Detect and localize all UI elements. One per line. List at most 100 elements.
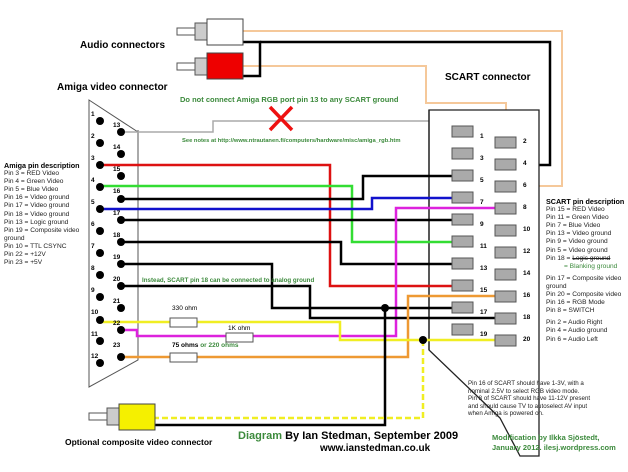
- resistor-1k-label: 1K ohm: [228, 325, 251, 332]
- scart-description-line: Pin 4 = Audio ground: [546, 327, 608, 335]
- pin-label: 16: [113, 188, 121, 195]
- amiga-pins: [96, 117, 125, 367]
- pin-label: 6: [91, 221, 95, 228]
- pin-label: 20: [113, 276, 121, 283]
- resistor-330-ohm: [169, 317, 198, 328]
- wire-green-pin4-to-pin11: [98, 184, 462, 244]
- amiga-description-line: Pin 5 = Blue Video: [4, 186, 59, 194]
- rca-plug-yellow: [88, 403, 156, 431]
- scart-pin-description: SCART pin description Pin 15 = RED Video…: [546, 197, 625, 344]
- amiga-description-line: ground: [4, 234, 25, 242]
- amiga-description-line: Pin 22 = +12V: [4, 251, 46, 259]
- pin-label: 8: [91, 265, 95, 272]
- wire-black-pin16-to-pin5: [121, 174, 462, 201]
- scart-connector-title: SCART connector: [445, 72, 531, 83]
- pin-label: 15: [480, 287, 488, 294]
- scart-note-line: Pin 8 of SCART should have 11-12V presen…: [468, 395, 591, 403]
- amiga-description-line: Pin 19 = Composite video: [4, 226, 80, 234]
- wire-blue-pin5-to-pin7: [98, 196, 462, 211]
- scart-description-line: Pin 9 = Video ground: [546, 238, 608, 246]
- scart-description-line: Pin 17 = Composite video: [546, 274, 622, 282]
- pin-label: 4: [523, 160, 527, 167]
- pin-label: 4: [91, 177, 95, 184]
- pin-label: 2: [91, 133, 95, 140]
- pin-label: 9: [480, 221, 484, 228]
- pin-label: 1: [480, 133, 484, 140]
- pin-label: 19: [113, 254, 121, 261]
- modification-credit: Modification by Ilkka Sjöstedt, January …: [492, 433, 616, 452]
- scart-description-line: Pin 6 = Audio Left: [546, 335, 598, 343]
- pin-label: 14: [523, 270, 531, 277]
- rca-plug-white: [176, 18, 244, 46]
- audio-connectors-title: Audio connectors: [80, 40, 166, 51]
- resistor-1k-ohm: [225, 332, 254, 343]
- scart-description-line: Pin 20 = Composite video: [546, 291, 622, 299]
- pin-label: 12: [523, 248, 531, 255]
- amiga-description-line: Pin 4 = Green Video: [4, 178, 64, 186]
- wire-orange-pin23-to-pin16: [121, 294, 506, 359]
- resistor-75-label: 75 ohms: [172, 342, 199, 349]
- wire-black-pin18-to-pin13: [121, 240, 462, 266]
- pin-label: 14: [113, 144, 121, 151]
- scart-description-line: Pin 7 = Blue Video: [546, 222, 601, 230]
- pin-label: 16: [523, 292, 531, 299]
- pin-label: 9: [91, 287, 95, 294]
- amiga-description-line: Pin 3 = RED Video: [4, 170, 60, 178]
- amiga-description-line: Pin 23 = +5V: [4, 259, 43, 267]
- pin-label: 11: [480, 243, 487, 250]
- junction-dot: [419, 336, 427, 344]
- amiga-description-line: Pin 13 = Logic ground: [4, 218, 69, 226]
- pin-label: 13: [480, 265, 488, 272]
- pin-label: 5: [480, 177, 484, 184]
- amiga-description-line: Pin 18 = Video ground: [4, 210, 70, 218]
- scart-pins: [451, 125, 517, 347]
- author-line: By Ian Stedman, September 2009: [285, 430, 459, 442]
- warning-note: Do not connect Amiga RGB port pin 13 to …: [180, 95, 399, 104]
- pin-label: 7: [480, 199, 484, 206]
- rca-plug-red: [176, 52, 244, 80]
- scart-description-line: Pin 13 = Video ground: [546, 230, 612, 238]
- pin-label: 18: [523, 314, 531, 321]
- amiga-description-line: Pin 17 = Video ground: [4, 202, 70, 210]
- see-notes-link[interactable]: See notes at http://www.ntrautanen.fi/co…: [182, 138, 401, 144]
- wire-black-composite-ground: [155, 308, 387, 427]
- instead-note: Instead, SCART pin 18 can be connected t…: [142, 277, 315, 284]
- pin-label: 11: [91, 331, 98, 338]
- pin-label: 22: [113, 320, 121, 327]
- scart-description-line: Pin 2 = Audio Right: [546, 319, 603, 327]
- scart-description-line: Pin 15 = RED Video: [546, 206, 605, 214]
- pin-label: 13: [113, 122, 121, 129]
- scart-note-line: nominal 2.5V to select RGB video mode.: [468, 387, 580, 395]
- scart-pin18-new: = Blanking ground: [564, 262, 618, 270]
- website-link[interactable]: www.ianstedman.co.uk: [320, 443, 431, 454]
- scart-description-line: ground: [546, 282, 567, 290]
- scart-description-line: Pin 11 = Green Video: [546, 214, 609, 222]
- scart-note-line: and should cause TV to autoselect AV inp…: [468, 402, 588, 410]
- pin-label: 10: [91, 309, 99, 316]
- amiga-description-heading: Amiga pin description: [4, 161, 80, 170]
- scart-voltage-note: Pin 16 of SCART should have 1-3V, with a…: [468, 380, 590, 418]
- pin-label: 8: [523, 204, 527, 211]
- pin-label: 5: [91, 199, 95, 206]
- pin-label: 19: [480, 331, 488, 338]
- pin-label: 1: [91, 111, 95, 118]
- amiga-connector-title: Amiga video connector: [57, 82, 168, 93]
- pin-label: 23: [113, 342, 121, 349]
- diagram-word: Diagram: [238, 430, 283, 442]
- wire-yellow-dashed-composite: [155, 340, 425, 420]
- resistor-75-ohm: [169, 352, 198, 363]
- pin-label: 2: [523, 138, 527, 145]
- scart-description-line: Pin 16 = RGB Mode: [546, 299, 605, 307]
- pin-label: 12: [91, 353, 99, 360]
- scart-description-heading: SCART pin description: [546, 197, 625, 206]
- amiga-description-line: Pin 10 = TTL CSYNC: [4, 242, 67, 250]
- pin-label: 7: [91, 243, 95, 250]
- wire-red-pin3-to-pin15: [98, 163, 462, 288]
- credit-line: Diagram By Ian Stedman, September 2009: [238, 430, 458, 442]
- scart-description-line: Pin 8 = SWITCH: [546, 307, 595, 315]
- pin-label: 20: [523, 336, 531, 343]
- wire-magenta-pin22-to-pin8: [121, 206, 506, 338]
- pin-label: 3: [480, 155, 484, 162]
